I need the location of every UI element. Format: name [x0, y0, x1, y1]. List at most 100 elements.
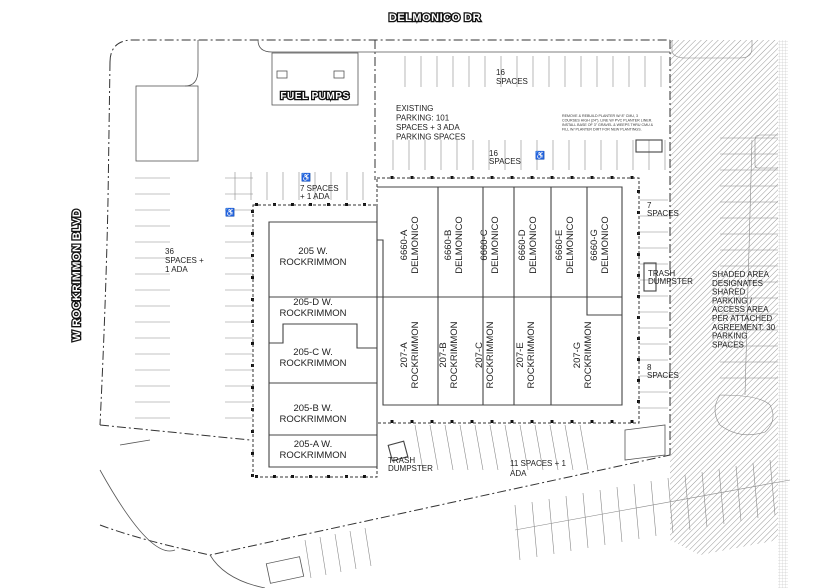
parking-stripes: [135, 56, 791, 579]
unit-205-d-w-line: ROCKRIMMON: [279, 308, 346, 319]
accessible-icon: ♿: [535, 150, 545, 160]
unit-205-w: 205 W.ROCKRIMMON: [279, 246, 346, 268]
east-parking-count-8-line: 8: [647, 363, 652, 372]
pump-icon: [333, 70, 345, 79]
unit-6660-c-line: 6660-C: [479, 229, 490, 260]
shared-area-note-line: SHADED AREA: [712, 270, 770, 279]
accessible-icon: ♿: [301, 172, 311, 182]
street-w-rockrimmon-blvd: W ROCKRIMMON BLVD: [71, 209, 83, 341]
mid-parking-count-line: SPACES: [489, 157, 521, 166]
parking-stripe: [599, 489, 606, 546]
planter-note-line: COURSES HIGH (24"). LINE W/ PVC PLANTER …: [562, 119, 652, 123]
east-trash-dumpster-label-line: TRASH: [648, 269, 675, 278]
south-parking-count-line: 11 SPACES + 1: [510, 459, 567, 468]
parking-stripe: [319, 536, 327, 576]
parking-stripe: [531, 501, 538, 558]
shared-area-note-line: AGREEMENT: 30: [712, 323, 776, 332]
unit-6660-g-line: 6660-G: [589, 229, 600, 261]
unit-6660-d-line: 6660-D: [517, 229, 528, 260]
unit-207-b-line: ROCKRIMMON: [449, 321, 460, 388]
shared-area-note-line: PARKING /: [712, 296, 753, 305]
unit-205-a-w: 205-A W.ROCKRIMMON: [279, 439, 346, 461]
parking-stripe: [667, 477, 674, 534]
unit-207-c-line: 207-C: [474, 342, 485, 368]
west-north-parking-count-line: + 1 ADA: [300, 192, 330, 201]
south-trash-dumpster-enclosure: [387, 440, 409, 462]
shared-parking-area: [670, 40, 788, 588]
shared-parking-stripes: [720, 137, 778, 379]
hatched-island: [135, 85, 199, 162]
east-parking-count-7-line: 7: [647, 201, 652, 210]
unit-205-c-w-line: 205-C W.: [293, 347, 333, 358]
existing-parking-note-line: EXISTING: [396, 104, 433, 113]
unit-205-b-w-line: 205-B W.: [293, 403, 332, 414]
parking-stripe: [769, 459, 776, 516]
property-boundary: [99, 39, 671, 556]
west-parking-count-line: SPACES +: [165, 256, 204, 265]
unit-205-c-w-line: ROCKRIMMON: [279, 358, 346, 369]
unit-6660-a-line: DELMONICO: [410, 216, 421, 274]
top-parking-count-line: 16: [496, 68, 505, 77]
unit-6660-a-line: 6660-A: [399, 229, 410, 260]
west-north-parking-count-line: 7 SPACES: [300, 184, 339, 193]
south-trash-dumpster-label-line: TRASH: [388, 456, 415, 465]
unit-6660-g-line: DELMONICO: [600, 216, 611, 274]
unit-6660-b-line: DELMONICO: [454, 216, 465, 274]
parking-stripe: [565, 495, 572, 552]
parking-stripe: [548, 498, 555, 555]
unit-205-a-w-line: 205-A W.: [294, 439, 333, 450]
fuel-pumps-label: FUEL PUMPS: [280, 91, 349, 102]
parking-stripe: [735, 465, 742, 522]
shared-area-note-line: PARKING: [712, 332, 747, 341]
planter-note-line: REMOVE & REBUILD PLANTER W/ 8" CMU, 3: [562, 114, 638, 118]
unit-207-g-line: ROCKRIMMON: [583, 321, 594, 388]
south-trash-dumpster-label-line: DUMPSTER: [388, 464, 433, 473]
shared-area-note-line: PER ATTACHED: [712, 314, 772, 323]
planter: [635, 139, 663, 153]
island-box: [265, 556, 305, 584]
unit-207-b-line: 207-B: [438, 342, 449, 367]
unit-205-a-w-line: ROCKRIMMON: [279, 450, 346, 461]
shared-area-note-line: SPACES: [712, 340, 744, 349]
parking-stripe: [650, 480, 657, 537]
east-trash-dumpster-enclosure: [643, 262, 657, 292]
top-parking-count-line: SPACES: [496, 77, 528, 86]
pump-icon: [276, 70, 288, 79]
fuel-pumps: FUEL PUMPS: [271, 52, 359, 106]
east-parking-count-7-line: SPACES: [647, 209, 679, 218]
west-parking-count-line: 1 ADA: [165, 265, 188, 274]
planter-note-line: INSTALL BASE OF 3" GRAVEL & WEEPS THRU C…: [562, 123, 654, 127]
parking-stripe: [444, 424, 454, 471]
unit-207-a-line: ROCKRIMMON: [410, 321, 421, 388]
parking-stripe: [489, 424, 499, 471]
existing-parking-note-line: PARKING SPACES: [396, 133, 466, 142]
unit-205-w-line: ROCKRIMMON: [279, 257, 346, 268]
parking-stripe: [534, 424, 544, 471]
mid-parking-count-line: 16: [489, 149, 498, 158]
east-trash-dumpster-label-line: DUMPSTER: [648, 277, 693, 286]
parking-stripe: [579, 424, 589, 471]
street-delmonico-dr: DELMONICO DR: [389, 12, 481, 24]
parking-stripe: [364, 527, 372, 567]
parking-stripe: [429, 424, 439, 471]
west-north-parking-count: 7 SPACES+ 1 ADA: [300, 184, 339, 201]
parking-stripe: [459, 424, 469, 471]
parking-stripe: [519, 424, 529, 471]
parking-stripe: [504, 424, 514, 471]
parking-stripe: [718, 468, 725, 525]
unit-207-c-line: ROCKRIMMON: [485, 321, 496, 388]
parking-stripe: [474, 424, 484, 471]
